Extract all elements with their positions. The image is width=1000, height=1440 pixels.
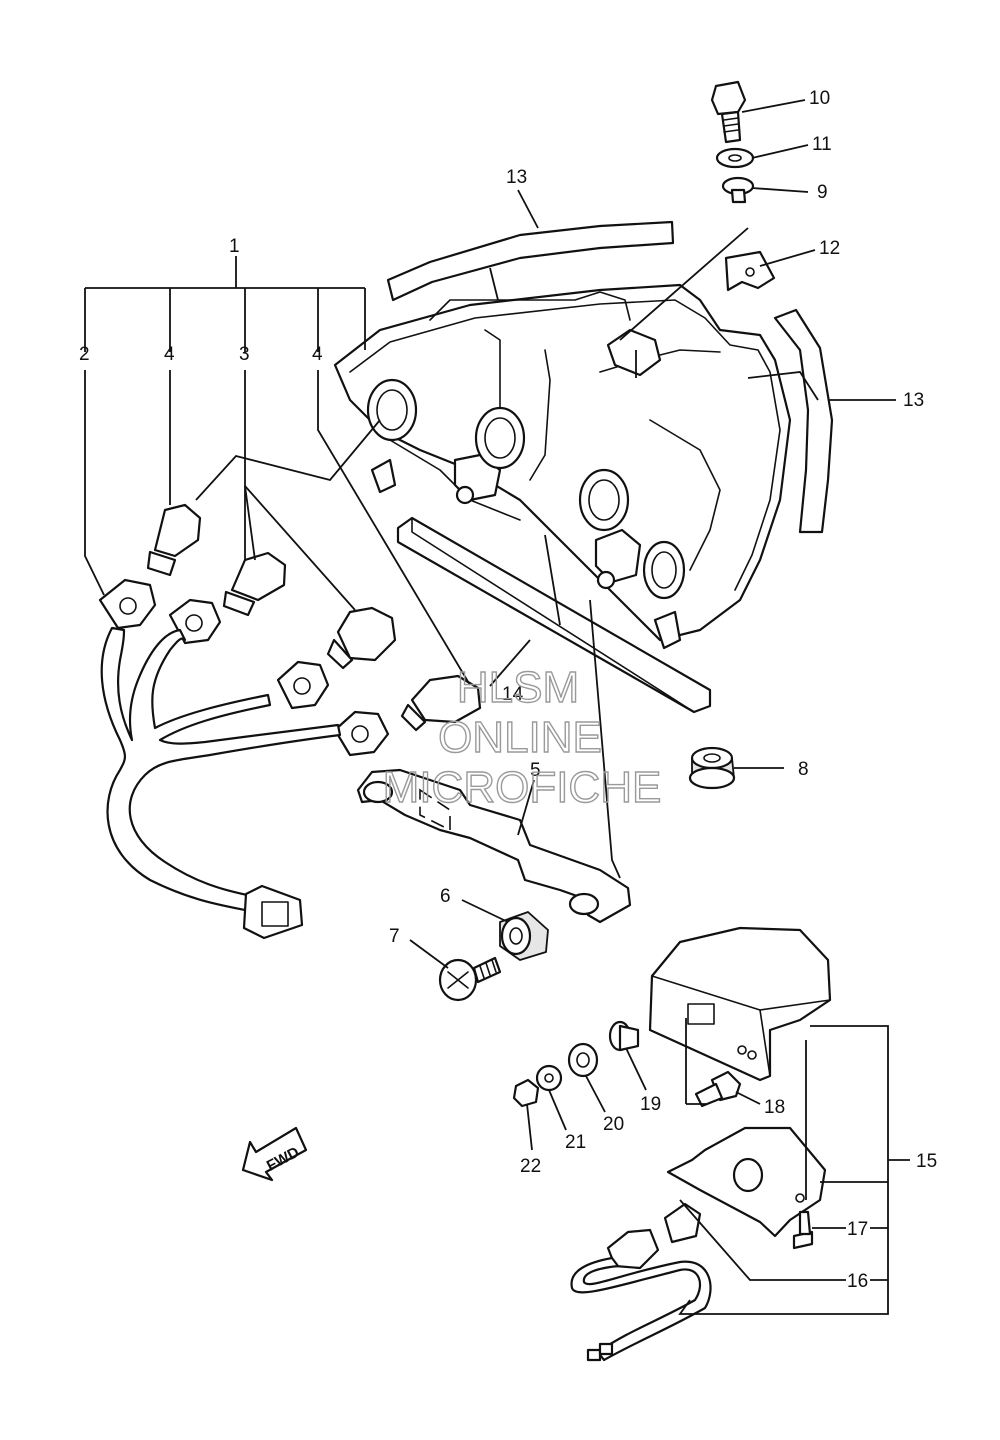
- callout-11[interactable]: 11: [812, 134, 832, 155]
- callout-7[interactable]: 7: [389, 926, 400, 947]
- callout-4-left[interactable]: 4: [164, 344, 175, 365]
- callout-9[interactable]: 9: [817, 182, 828, 203]
- bracket-5[interactable]: [356, 768, 632, 924]
- bulb-4-right[interactable]: [400, 674, 482, 732]
- license-lamp-housing[interactable]: [648, 926, 832, 1082]
- callout-18[interactable]: 18: [764, 1097, 785, 1118]
- seal-strip-right[interactable]: [773, 308, 834, 534]
- watermark-line-1: HLSM: [457, 663, 579, 712]
- callout-6[interactable]: 6: [440, 886, 451, 907]
- washer-21[interactable]: [535, 1064, 563, 1092]
- watermark: HLSM ONLINE MICROFICHE: [382, 662, 662, 812]
- callout-15[interactable]: 15: [916, 1151, 937, 1172]
- washer-11[interactable]: [715, 147, 755, 169]
- collar-19[interactable]: [608, 1020, 640, 1052]
- collar-9[interactable]: [721, 176, 755, 204]
- callout-numbers: 1 2 4 3 4 13 13 10 11 9 12 14 5 8 6 7 15…: [79, 88, 937, 1292]
- callout-13-right[interactable]: 13: [903, 390, 924, 411]
- callout-2[interactable]: 2: [79, 344, 90, 365]
- bulb-socket-red[interactable]: [326, 606, 397, 670]
- socket-4b[interactable]: [333, 710, 390, 757]
- bulb-4-left[interactable]: [146, 503, 202, 577]
- callout-5[interactable]: 5: [530, 760, 541, 781]
- seal-strip-long[interactable]: [396, 516, 712, 714]
- screw-7[interactable]: [438, 956, 502, 1002]
- seal-strip-top[interactable]: [386, 220, 675, 302]
- callout-14[interactable]: 14: [502, 684, 524, 705]
- tail-light-housing[interactable]: [333, 283, 792, 650]
- nut-12[interactable]: [724, 250, 776, 292]
- socket-3[interactable]: [168, 598, 222, 645]
- wire-harness[interactable]: [100, 626, 342, 940]
- callout-20[interactable]: 20: [603, 1114, 624, 1135]
- callout-22[interactable]: 22: [520, 1156, 541, 1177]
- callout-19[interactable]: 19: [640, 1094, 661, 1115]
- nut-22[interactable]: [512, 1078, 540, 1108]
- callout-21[interactable]: 21: [565, 1132, 586, 1153]
- damper-6[interactable]: [499, 911, 549, 961]
- callout-10[interactable]: 10: [809, 88, 830, 109]
- bulb-3[interactable]: [222, 551, 287, 617]
- watermark-line-3: MICROFICHE: [383, 763, 662, 812]
- license-lamp-lens[interactable]: [666, 1126, 827, 1238]
- callout-3[interactable]: 3: [239, 344, 250, 365]
- callout-8[interactable]: 8: [798, 759, 809, 780]
- watermark-line-2: ONLINE: [438, 713, 602, 762]
- callout-1[interactable]: 1: [229, 236, 240, 257]
- callout-12[interactable]: 12: [819, 238, 840, 259]
- fwd-arrow-icon: FWD: [241, 1126, 308, 1182]
- grommet-8[interactable]: [688, 746, 736, 790]
- callout-16[interactable]: 16: [847, 1271, 868, 1292]
- bulb-16[interactable]: [663, 1202, 702, 1244]
- callout-13-top[interactable]: 13: [506, 167, 527, 188]
- socket-2[interactable]: [98, 578, 157, 630]
- bolt-18[interactable]: [694, 1070, 742, 1108]
- bolt-10[interactable]: [710, 80, 747, 144]
- leader-lines: [84, 99, 910, 1315]
- callout-17[interactable]: 17: [847, 1219, 868, 1240]
- callout-4-right[interactable]: 4: [312, 344, 323, 365]
- socket-lamp-cord[interactable]: [570, 1228, 712, 1362]
- socket-4a[interactable]: [276, 660, 330, 710]
- screw-17[interactable]: [792, 1210, 814, 1250]
- grommet-20[interactable]: [567, 1042, 599, 1078]
